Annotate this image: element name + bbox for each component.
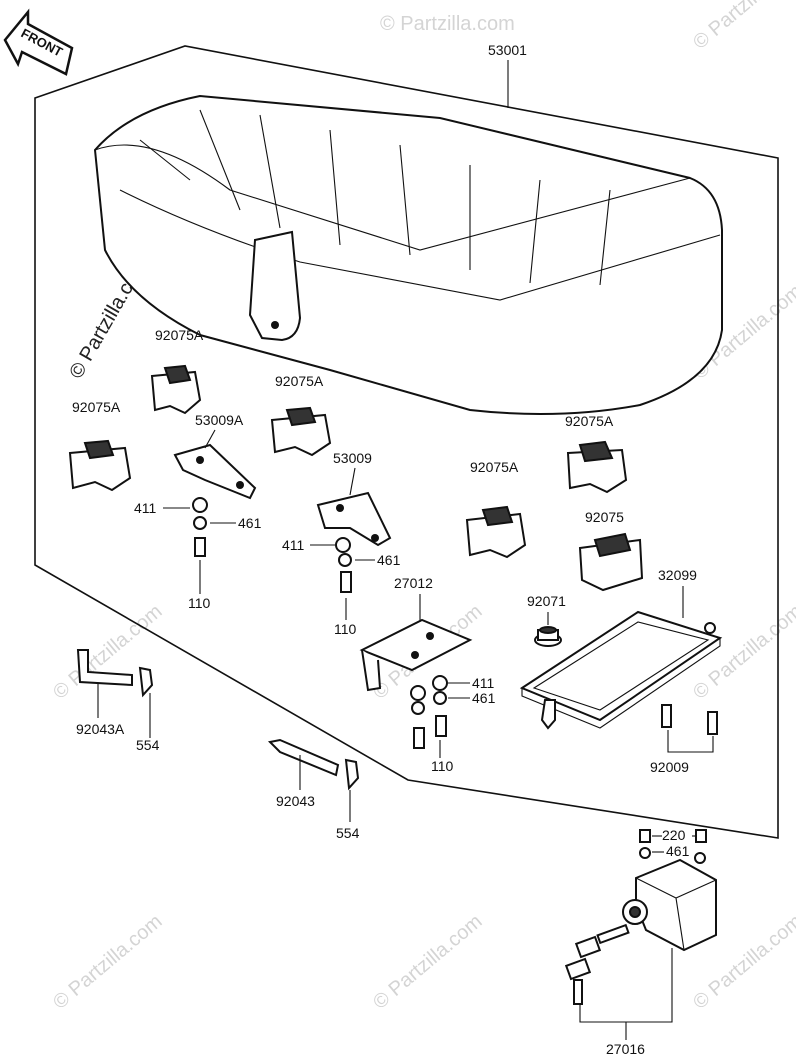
watermark-7: © Partzilla.com [689, 600, 796, 703]
screw-220-a-icon [639, 829, 651, 843]
washer-411-a-icon [192, 497, 208, 513]
label-clip-b: 554 [336, 825, 360, 841]
rubber-cushion-1-icon [150, 364, 202, 415]
bolt-110-a-icon [194, 537, 206, 557]
label-bolt-92009: 92009 [650, 759, 689, 775]
bracket-c-icon [359, 618, 473, 692]
label-bolt-110-a: 110 [188, 595, 211, 611]
label-lock-set: 27016 [606, 1041, 645, 1057]
keys-icon [564, 923, 630, 1005]
label-pin-b: 92043 [276, 793, 315, 809]
bolt-92009-b-icon [707, 711, 718, 735]
front-arrow-icon: FRONT [3, 8, 74, 76]
rubber-cushion-6-icon [578, 532, 644, 592]
label-rubber-3: 92075A [275, 373, 324, 389]
watermark-1: © Partzilla.com [380, 13, 515, 35]
pin-b-icon [267, 738, 340, 777]
label-bracket-c: 27012 [394, 575, 433, 591]
label-washer-461-b: 461 [377, 552, 401, 568]
label-clip-a: 554 [136, 737, 160, 753]
rubber-cushion-3-icon [270, 406, 332, 457]
rubber-cushion-2-icon [68, 439, 132, 492]
label-washer-461-d: 461 [666, 843, 690, 859]
bolt-110-b-icon [340, 571, 352, 593]
watermark-9: © Partzilla.com [369, 910, 486, 1013]
label-washer-461-a: 461 [238, 515, 262, 531]
bracket-a-icon [173, 443, 257, 500]
washer-461-a-icon [193, 516, 207, 530]
label-grommet: 92071 [527, 593, 566, 609]
label-washer-411-c: 411 [472, 675, 495, 691]
label-tray: 32099 [658, 567, 697, 583]
watermark-2: © Partzilla.com [689, 0, 796, 54]
seat-lock-icon [622, 858, 717, 952]
rubber-cushion-4-icon [465, 505, 527, 559]
screw-220-b-icon [695, 829, 707, 843]
label-rubber-5: 92075A [565, 413, 614, 429]
label-bolt-110-c: 110 [431, 758, 454, 774]
label-bracket-b: 53009 [333, 450, 372, 466]
label-rubber-4: 92075A [470, 459, 519, 475]
label-rubber-1: 92075A [155, 327, 204, 343]
assembly-outline [34, 45, 779, 839]
label-rubber-2: 92075A [72, 399, 121, 415]
battery-tray-icon [519, 610, 723, 730]
label-screw-220: 220 [662, 827, 686, 843]
label-washer-461-c: 461 [472, 690, 496, 706]
washer-411-b-icon [335, 537, 351, 553]
label-washer-411-a: 411 [134, 500, 157, 516]
label-washer-411-b: 411 [282, 537, 305, 553]
washer-411-c-icon [432, 675, 448, 691]
grommet-icon [534, 626, 562, 647]
washer-461-b-icon [338, 553, 352, 567]
label-seat: 53001 [488, 42, 527, 58]
bolt-92009-a-icon [661, 704, 672, 728]
clip-b-icon [344, 758, 360, 791]
rubber-cushion-5-icon [566, 440, 628, 494]
clip-a-icon [138, 666, 154, 698]
seat-icon [93, 94, 723, 415]
label-bolt-110-b: 110 [334, 621, 357, 637]
bracket-b-icon [316, 491, 392, 547]
washer-461-d-icon [639, 847, 651, 859]
watermark-8: © Partzilla.com [49, 910, 166, 1013]
washer-461-c-icon [433, 691, 447, 705]
pin-a-icon [76, 649, 133, 687]
label-rubber-6: 92075 [585, 509, 624, 525]
label-pin-a: 92043A [76, 721, 125, 737]
label-bracket-a: 53009A [195, 412, 244, 428]
bolt-110-c-icon [435, 715, 447, 737]
